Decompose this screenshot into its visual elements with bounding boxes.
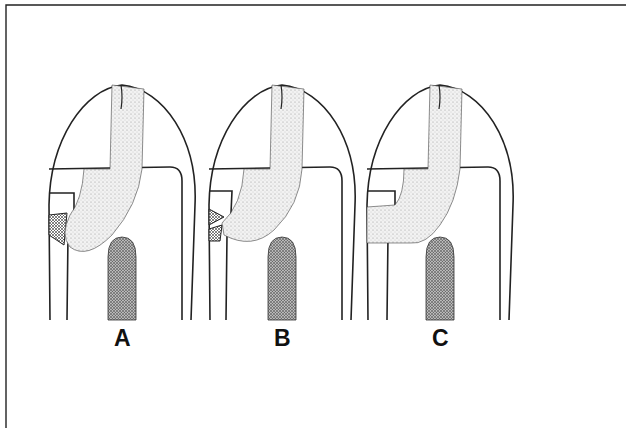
figure-letter: B xyxy=(274,327,291,350)
figure-letter: A xyxy=(114,327,131,350)
figure-letter: C xyxy=(432,327,449,350)
